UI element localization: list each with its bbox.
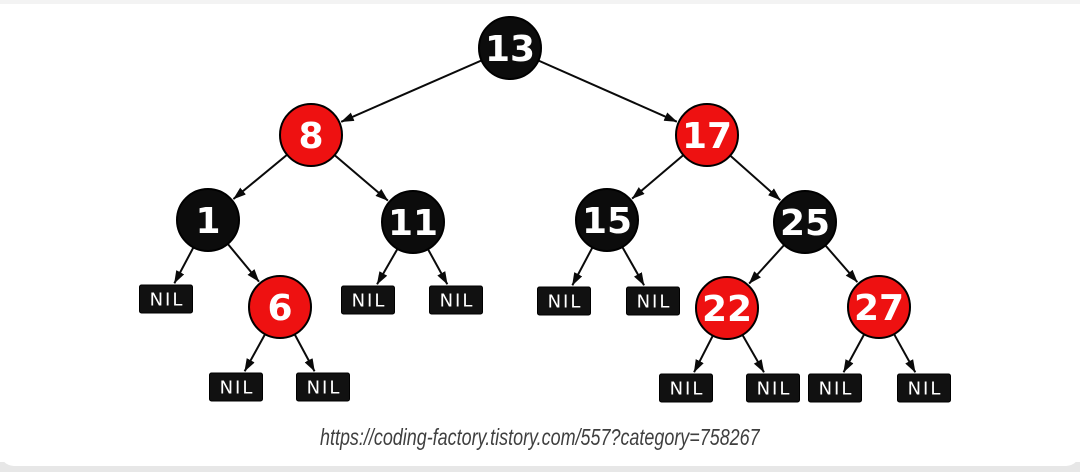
- nil-node-nil-11L: NIL: [341, 285, 395, 315]
- nil-node-nil-22L: NIL: [659, 373, 713, 403]
- nil-node-label-nil-22L: NIL: [670, 379, 705, 400]
- tree-node-label-27: 27: [854, 288, 904, 329]
- page-bottom-frame: [0, 462, 1080, 472]
- tree-node-8: 8: [279, 103, 343, 167]
- nil-node-nil-6R: NIL: [296, 372, 350, 402]
- tree-node-13: 13: [478, 16, 542, 80]
- tree-node-label-25: 25: [780, 203, 830, 244]
- tree-node-label-6: 6: [267, 288, 292, 329]
- nil-node-label-nil-15L: NIL: [548, 292, 583, 313]
- tree-node-17: 17: [675, 103, 739, 167]
- tree-node-label-11: 11: [388, 203, 438, 244]
- nil-node-label-nil-15R: NIL: [637, 292, 672, 313]
- page-top-frame: [0, 0, 1080, 4]
- nil-node-nil-27R: NIL: [897, 373, 951, 403]
- nil-node-nil-11R: NIL: [429, 285, 483, 315]
- nil-node-label-nil-27R: NIL: [908, 379, 943, 400]
- tree-node-label-8: 8: [298, 116, 323, 157]
- nil-node-label-nil-22R: NIL: [757, 379, 792, 400]
- tree-node-label-22: 22: [702, 289, 752, 330]
- nil-node-label-nil-27L: NIL: [819, 379, 854, 400]
- tree-node-15: 15: [575, 188, 639, 252]
- tree-node-label-1: 1: [195, 201, 220, 242]
- tree-node-label-17: 17: [682, 116, 732, 157]
- nil-node-nil-15L: NIL: [537, 286, 591, 316]
- nil-node-label-nil-11R: NIL: [440, 291, 475, 312]
- tree-node-22: 22: [695, 276, 759, 340]
- tree-node-11: 11: [381, 190, 445, 254]
- nil-node-nil-6L: NIL: [209, 372, 263, 402]
- source-url-text: https://coding-factory.tistory.com/557?c…: [320, 424, 760, 450]
- nil-node-label-nil-6R: NIL: [307, 378, 342, 399]
- nil-node-nil-22R: NIL: [746, 373, 800, 403]
- tree-node-1: 1: [176, 188, 240, 252]
- nil-node-nil-15R: NIL: [626, 286, 680, 316]
- nil-node-label-nil-11L: NIL: [352, 291, 387, 312]
- tree-node-27: 27: [847, 275, 911, 339]
- nil-node-label-nil-1L: NIL: [150, 290, 185, 311]
- nil-node-nil-27L: NIL: [808, 373, 862, 403]
- tree-node-6: 6: [248, 275, 312, 339]
- nil-node-label-nil-6L: NIL: [220, 378, 255, 399]
- tree-node-label-13: 13: [485, 29, 535, 70]
- tree-node-25: 25: [773, 190, 837, 254]
- tree-node-label-15: 15: [582, 201, 632, 242]
- source-url-caption: https://coding-factory.tistory.com/557?c…: [0, 423, 1080, 451]
- nil-node-nil-1L: NIL: [139, 284, 193, 314]
